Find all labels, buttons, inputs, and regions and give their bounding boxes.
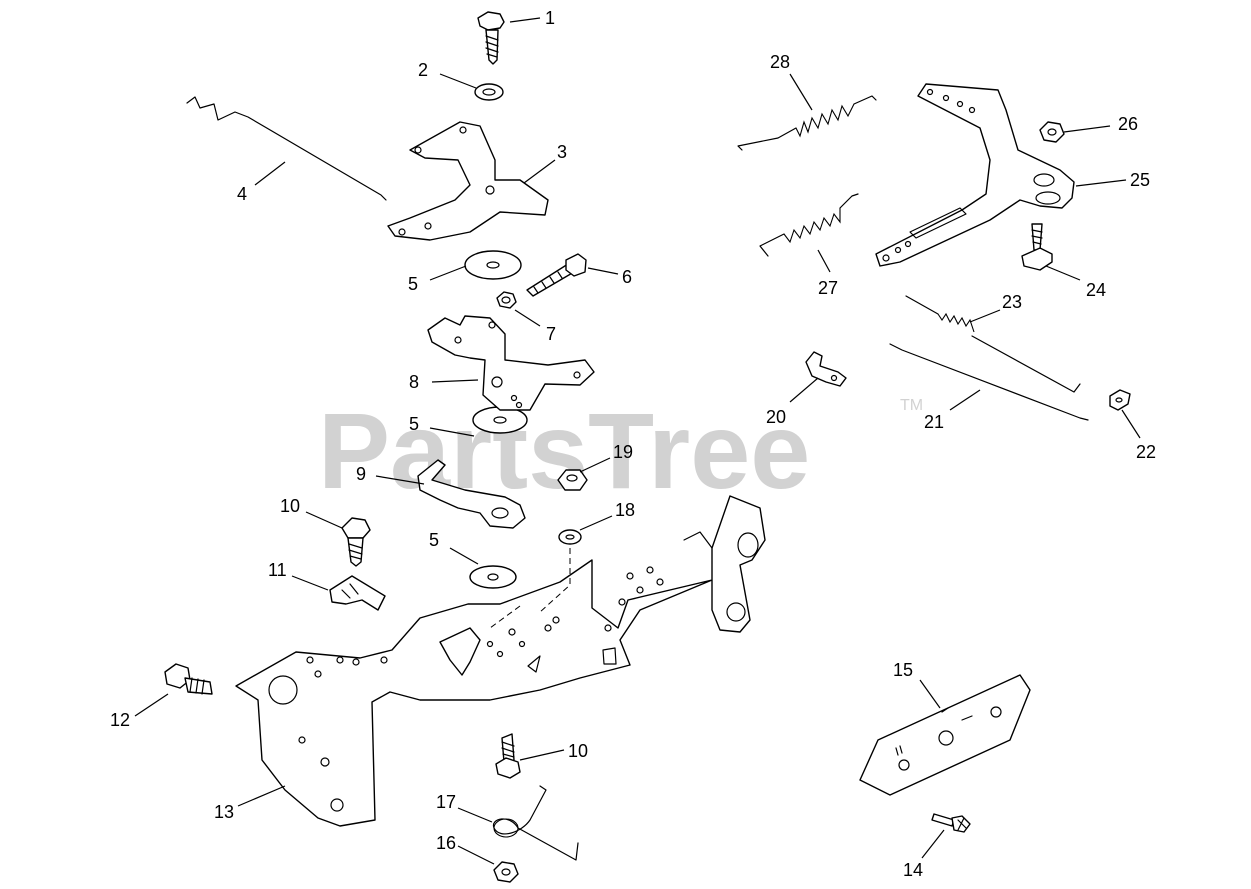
callout-4: 4 <box>237 184 247 204</box>
callout-19: 19 <box>613 442 633 462</box>
part-23-spring[interactable] <box>905 295 1081 393</box>
callout-8: 8 <box>409 372 419 392</box>
part-10-bolt-upper[interactable] <box>341 517 371 567</box>
part-11-clip[interactable] <box>329 575 386 611</box>
part-5-washer-a[interactable] <box>464 250 522 280</box>
part-24-bolt[interactable] <box>1021 223 1053 271</box>
part-16-nut[interactable] <box>493 861 519 883</box>
callout-15: 15 <box>893 660 913 680</box>
part-13-main-plate[interactable] <box>235 495 766 827</box>
callout-2: 2 <box>418 60 428 80</box>
watermark-trademark: TM <box>900 397 923 414</box>
callout-22: 22 <box>1136 442 1156 462</box>
callout-3: 3 <box>557 142 567 162</box>
part-2-washer[interactable] <box>474 83 504 101</box>
callout-16: 16 <box>436 833 456 853</box>
callout-21: 21 <box>924 412 944 432</box>
leader-lines <box>134 17 1141 865</box>
part-1-bolt[interactable] <box>477 11 505 65</box>
callout-13: 13 <box>214 802 234 822</box>
callout-12: 12 <box>110 710 130 730</box>
watermark-text: PartsTree <box>318 390 810 511</box>
part-21-rod[interactable] <box>889 343 1089 421</box>
part-17-spring[interactable] <box>492 785 579 861</box>
part-7-nut[interactable] <box>496 291 517 309</box>
callout-5c: 5 <box>429 530 439 550</box>
part-27-spring[interactable] <box>759 193 859 257</box>
callout-17: 17 <box>436 792 456 812</box>
part-10-bolt-lower[interactable] <box>495 733 521 779</box>
part-8-lever[interactable] <box>427 315 595 411</box>
callout-10a: 10 <box>280 496 300 516</box>
callout-26: 26 <box>1118 114 1138 134</box>
callout-7: 7 <box>546 324 556 344</box>
part-18-lock-washer[interactable] <box>558 529 582 545</box>
part-3-bracket[interactable] <box>387 121 549 241</box>
part-12-bolt[interactable] <box>164 663 213 695</box>
part-25-lever[interactable] <box>875 83 1075 267</box>
part-9-lever[interactable] <box>417 459 526 529</box>
part-5-washer-c[interactable] <box>469 565 517 589</box>
callout-1: 1 <box>545 8 555 28</box>
callout-14: 14 <box>903 860 923 880</box>
part-4-rod[interactable] <box>186 96 387 201</box>
callout-24: 24 <box>1086 280 1106 300</box>
callout-23: 23 <box>1002 292 1022 312</box>
callout-20: 20 <box>766 407 786 427</box>
callout-labels: 1 2 3 4 5 6 7 8 5 9 10 11 5 12 13 10 17 … <box>110 8 1156 880</box>
callout-25: 25 <box>1130 170 1150 190</box>
part-20-clamp[interactable] <box>805 351 847 387</box>
part-28-spring[interactable] <box>737 95 877 151</box>
part-6-bolt[interactable] <box>526 253 587 297</box>
callout-10b: 10 <box>568 741 588 761</box>
callout-5a: 5 <box>408 274 418 294</box>
callout-28: 28 <box>770 52 790 72</box>
part-22-bushing[interactable] <box>1109 389 1131 411</box>
watermark: PartsTree TM <box>318 390 923 511</box>
callout-5b: 5 <box>409 414 419 434</box>
callout-18: 18 <box>615 500 635 520</box>
part-15-plate[interactable] <box>859 674 1031 796</box>
callout-11: 11 <box>268 560 287 580</box>
callout-9: 9 <box>356 464 366 484</box>
callout-6: 6 <box>622 267 632 287</box>
part-5-washer-b[interactable] <box>472 406 528 434</box>
part-26-nut[interactable] <box>1039 121 1065 143</box>
assembly-lines <box>489 548 571 629</box>
part-14-screw[interactable] <box>931 813 971 833</box>
callout-27: 27 <box>818 278 838 298</box>
part-19-nut[interactable] <box>557 469 588 491</box>
